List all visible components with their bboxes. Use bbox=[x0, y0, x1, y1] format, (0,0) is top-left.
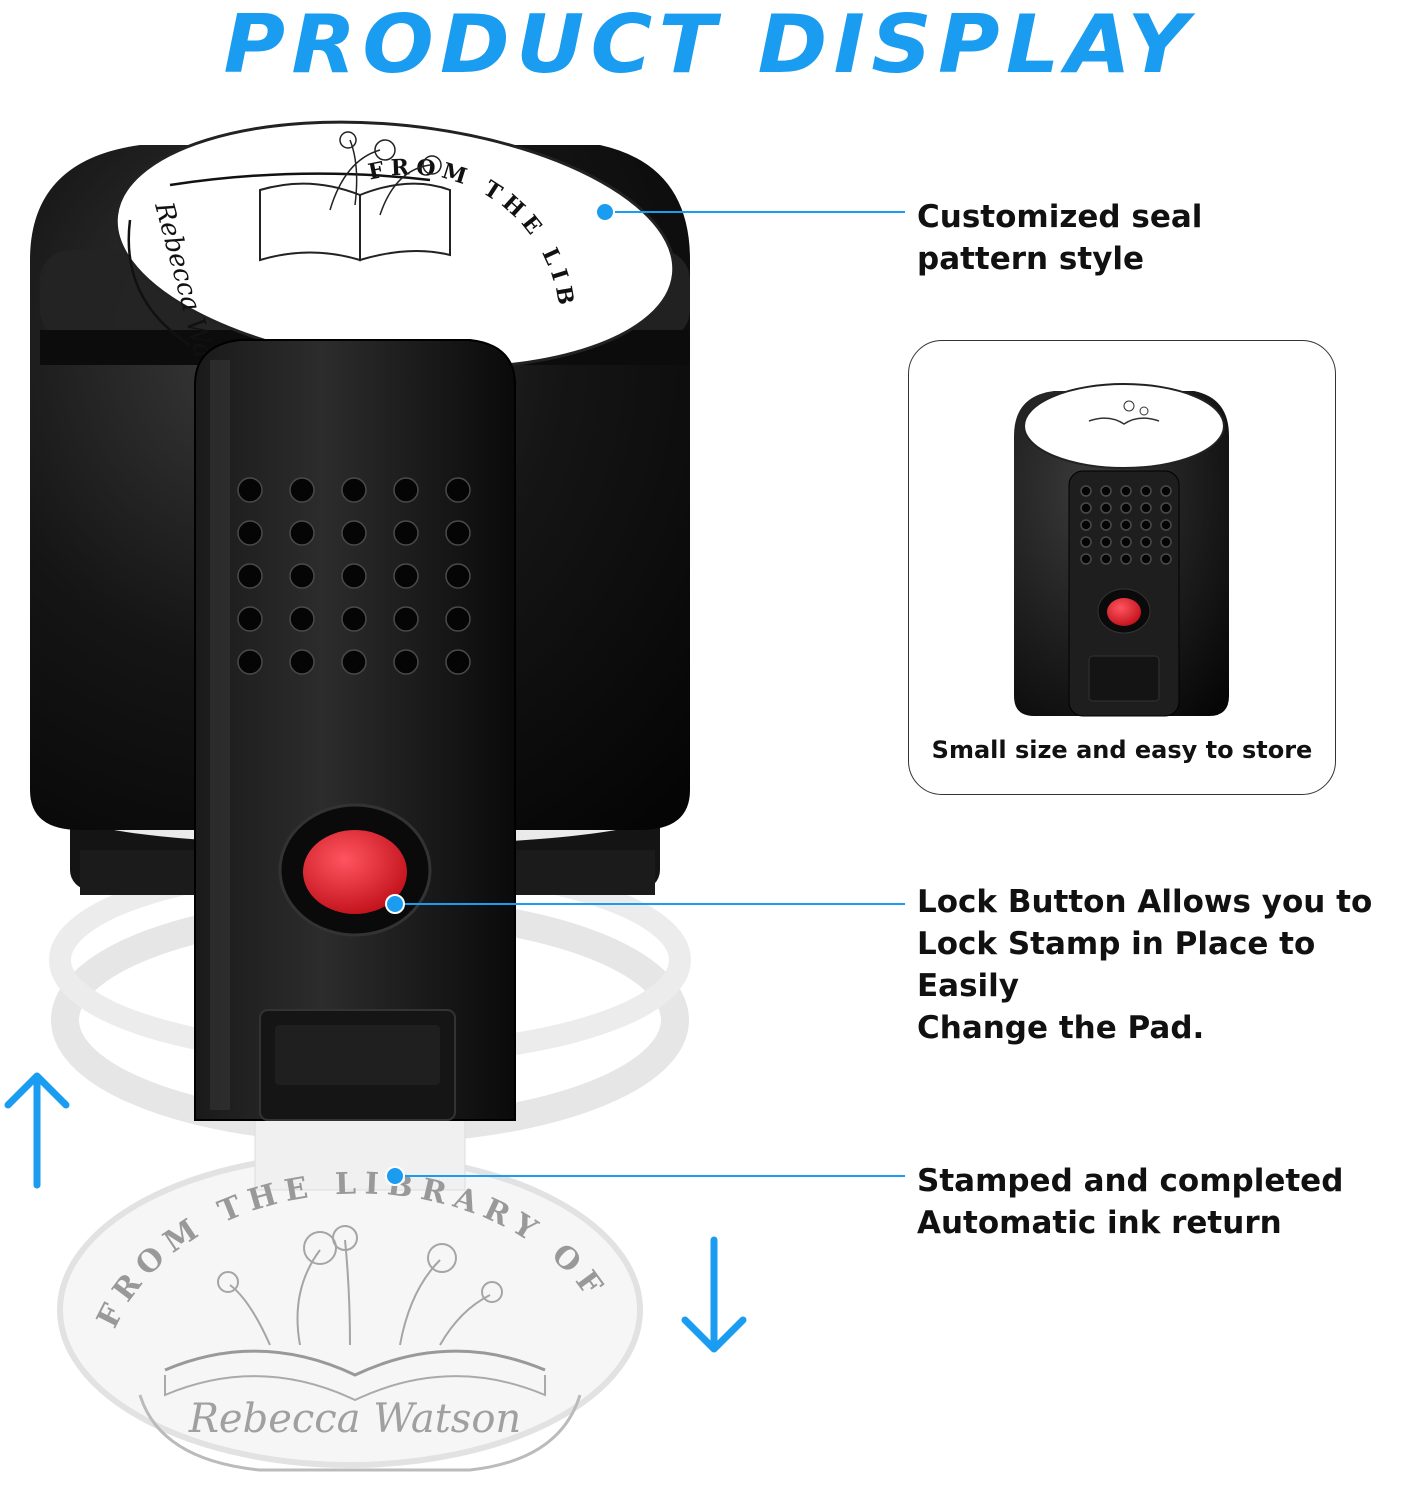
arrow-down-icon bbox=[681, 1236, 747, 1353]
inset-panel: Small size and easy to store bbox=[908, 340, 1336, 795]
grip-dot bbox=[1160, 519, 1172, 531]
grip-dot bbox=[237, 563, 263, 589]
grip-dot bbox=[1140, 519, 1152, 531]
callout-seal-line: pattern style bbox=[917, 241, 1145, 277]
grip-dot bbox=[289, 520, 315, 546]
grip-dot bbox=[289, 649, 315, 675]
grip-dot bbox=[445, 606, 471, 632]
grip-dot bbox=[237, 606, 263, 632]
callout-line-seal bbox=[595, 202, 905, 222]
callout-line-stamp bbox=[385, 1166, 905, 1186]
grip-dot bbox=[445, 563, 471, 589]
grip-dot bbox=[1100, 485, 1112, 497]
grip-dot bbox=[445, 649, 471, 675]
grip-dot bbox=[1080, 519, 1092, 531]
grip-dot bbox=[1140, 485, 1152, 497]
callout-line-lock bbox=[385, 894, 905, 914]
grip-dot bbox=[289, 563, 315, 589]
grip-dots bbox=[237, 477, 471, 675]
grip-dot bbox=[1100, 536, 1112, 548]
grip-dot bbox=[1160, 536, 1172, 548]
grip-dot bbox=[237, 477, 263, 503]
callout-stamp: Stamped and completed Automatic ink retu… bbox=[917, 1160, 1343, 1244]
grip-dot bbox=[1100, 553, 1112, 565]
grip-dot bbox=[1100, 519, 1112, 531]
grip-dot bbox=[1080, 485, 1092, 497]
imprint-name: Rebecca Watson bbox=[188, 1396, 521, 1442]
callout-lock: Lock Button Allows you to Lock Stamp in … bbox=[917, 881, 1418, 1049]
grip-dot bbox=[1120, 502, 1132, 514]
grip-dot bbox=[1160, 553, 1172, 565]
inset-grip-dots bbox=[1080, 485, 1172, 565]
grip-dot bbox=[393, 477, 419, 503]
arrow-up-icon bbox=[4, 1072, 70, 1189]
grip-dot bbox=[1120, 485, 1132, 497]
grip-dot bbox=[341, 520, 367, 546]
grip-dot bbox=[393, 520, 419, 546]
grip-dot bbox=[1100, 502, 1112, 514]
grip-dot bbox=[341, 606, 367, 632]
grip-dot bbox=[445, 520, 471, 546]
inset-caption: Small size and easy to store bbox=[931, 736, 1313, 764]
grip-dot bbox=[289, 606, 315, 632]
grip-dot bbox=[1120, 536, 1132, 548]
grip-dot bbox=[1080, 536, 1092, 548]
callout-seal-line: Customized seal bbox=[917, 199, 1203, 235]
callout-stamp-line: Automatic ink return bbox=[917, 1205, 1282, 1241]
callout-lock-line: Lock Button Allows you to bbox=[917, 884, 1373, 920]
page-title: PRODUCT DISPLAY bbox=[223, 0, 1195, 91]
grip-dot bbox=[341, 477, 367, 503]
callout-lock-line: Change the Pad. bbox=[917, 1010, 1205, 1046]
grip-dot bbox=[1140, 536, 1152, 548]
callout-stamp-line: Stamped and completed bbox=[917, 1163, 1344, 1199]
stamp-illustration: FROM THE LIBRARY OF Rebecca Watson FROM … bbox=[0, 95, 905, 1472]
grip-dot bbox=[393, 606, 419, 632]
lock-button[interactable] bbox=[303, 830, 407, 914]
callout-lock-line: Lock Stamp in Place to Easily bbox=[917, 926, 1316, 1004]
grip-dot bbox=[393, 649, 419, 675]
grip-dot bbox=[1080, 502, 1092, 514]
grip-dot bbox=[445, 477, 471, 503]
inset-stamp-illustration bbox=[1014, 383, 1229, 717]
grip-dot bbox=[1080, 553, 1092, 565]
grip-dot bbox=[1140, 553, 1152, 565]
grip-dot bbox=[1120, 519, 1132, 531]
callout-seal: Customized seal pattern style bbox=[917, 196, 1202, 280]
grip-dot bbox=[237, 520, 263, 546]
grip-dot bbox=[1160, 485, 1172, 497]
grip-dot bbox=[289, 477, 315, 503]
grip-dot bbox=[393, 563, 419, 589]
grip-dot bbox=[341, 649, 367, 675]
grip-dot bbox=[1160, 502, 1172, 514]
grip-dot bbox=[341, 563, 367, 589]
grip-dot bbox=[1140, 502, 1152, 514]
grip-dot bbox=[1120, 553, 1132, 565]
grip-dot bbox=[237, 649, 263, 675]
